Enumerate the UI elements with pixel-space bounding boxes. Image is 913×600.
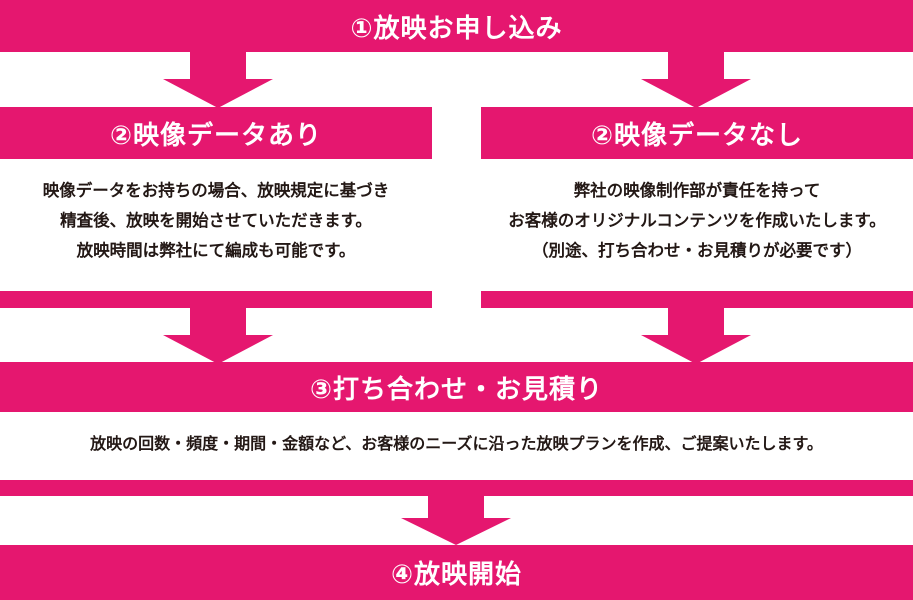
- step4-title: ④放映開始: [390, 560, 522, 590]
- step2a-title: ②映像データあり: [109, 120, 322, 151]
- arrow-stem-left-1: [190, 52, 246, 79]
- arrow-head-right-1: [641, 79, 751, 108]
- step3-description: 放映の回数・頻度・期間・金額など、お客様のニーズに沿った放映プランを作成、ご提案…: [0, 429, 913, 459]
- step2b-line-3: （別途、打ち合わせ・お見積りが必要です）: [532, 241, 862, 260]
- step2a-bottom-strip: [0, 291, 432, 308]
- step2a-line-1: 映像データをお持ちの場合、放映規定に基づき: [42, 181, 390, 200]
- step2a-line-2: 精査後、放映を開始させていただきます。: [60, 211, 372, 230]
- step2a-line-3: 放映時間は弊社にて編成も可能です。: [76, 241, 356, 260]
- arrow-head-left-2: [163, 335, 273, 364]
- arrow-head-center-3: [401, 518, 511, 545]
- step2b-description: 弊社の映像制作部が責任を持って お客様のオリジナルコンテンツを作成いたします。 …: [481, 176, 913, 266]
- step2b-title: ②映像データなし: [590, 120, 803, 151]
- step3-line-1: 放映の回数・頻度・期間・金額など、お客様のニーズに沿った放映プランを作成、ご提案…: [90, 434, 823, 453]
- arrow-stem-center-3: [428, 496, 484, 518]
- arrow-head-left-1: [163, 79, 273, 108]
- step1-header: ①放映お申し込み: [0, 0, 913, 52]
- step2b-line-1: 弊社の映像制作部が責任を持って: [573, 181, 821, 200]
- step1-title: ①放映お申し込み: [350, 13, 563, 44]
- step3-title: ③打ち合わせ・お見積り: [309, 374, 603, 405]
- step2a-description: 映像データをお持ちの場合、放映規定に基づき 精査後、放映を開始させていただきます…: [0, 176, 432, 266]
- step3-bottom-strip: [0, 480, 913, 496]
- step2b-bottom-strip: [481, 291, 913, 308]
- step2b-header: ②映像データなし: [481, 107, 913, 159]
- arrow-stem-right-2: [668, 308, 724, 335]
- step2a-header: ②映像データあり: [0, 107, 432, 159]
- step3-header: ③打ち合わせ・お見積り: [0, 362, 913, 412]
- step4-header: ④放映開始: [0, 545, 913, 600]
- arrow-head-right-2: [641, 335, 751, 364]
- arrow-stem-left-2: [190, 308, 246, 335]
- step2b-line-2: お客様のオリジナルコンテンツを作成いたします。: [508, 211, 886, 230]
- arrow-stem-right-1: [668, 52, 724, 79]
